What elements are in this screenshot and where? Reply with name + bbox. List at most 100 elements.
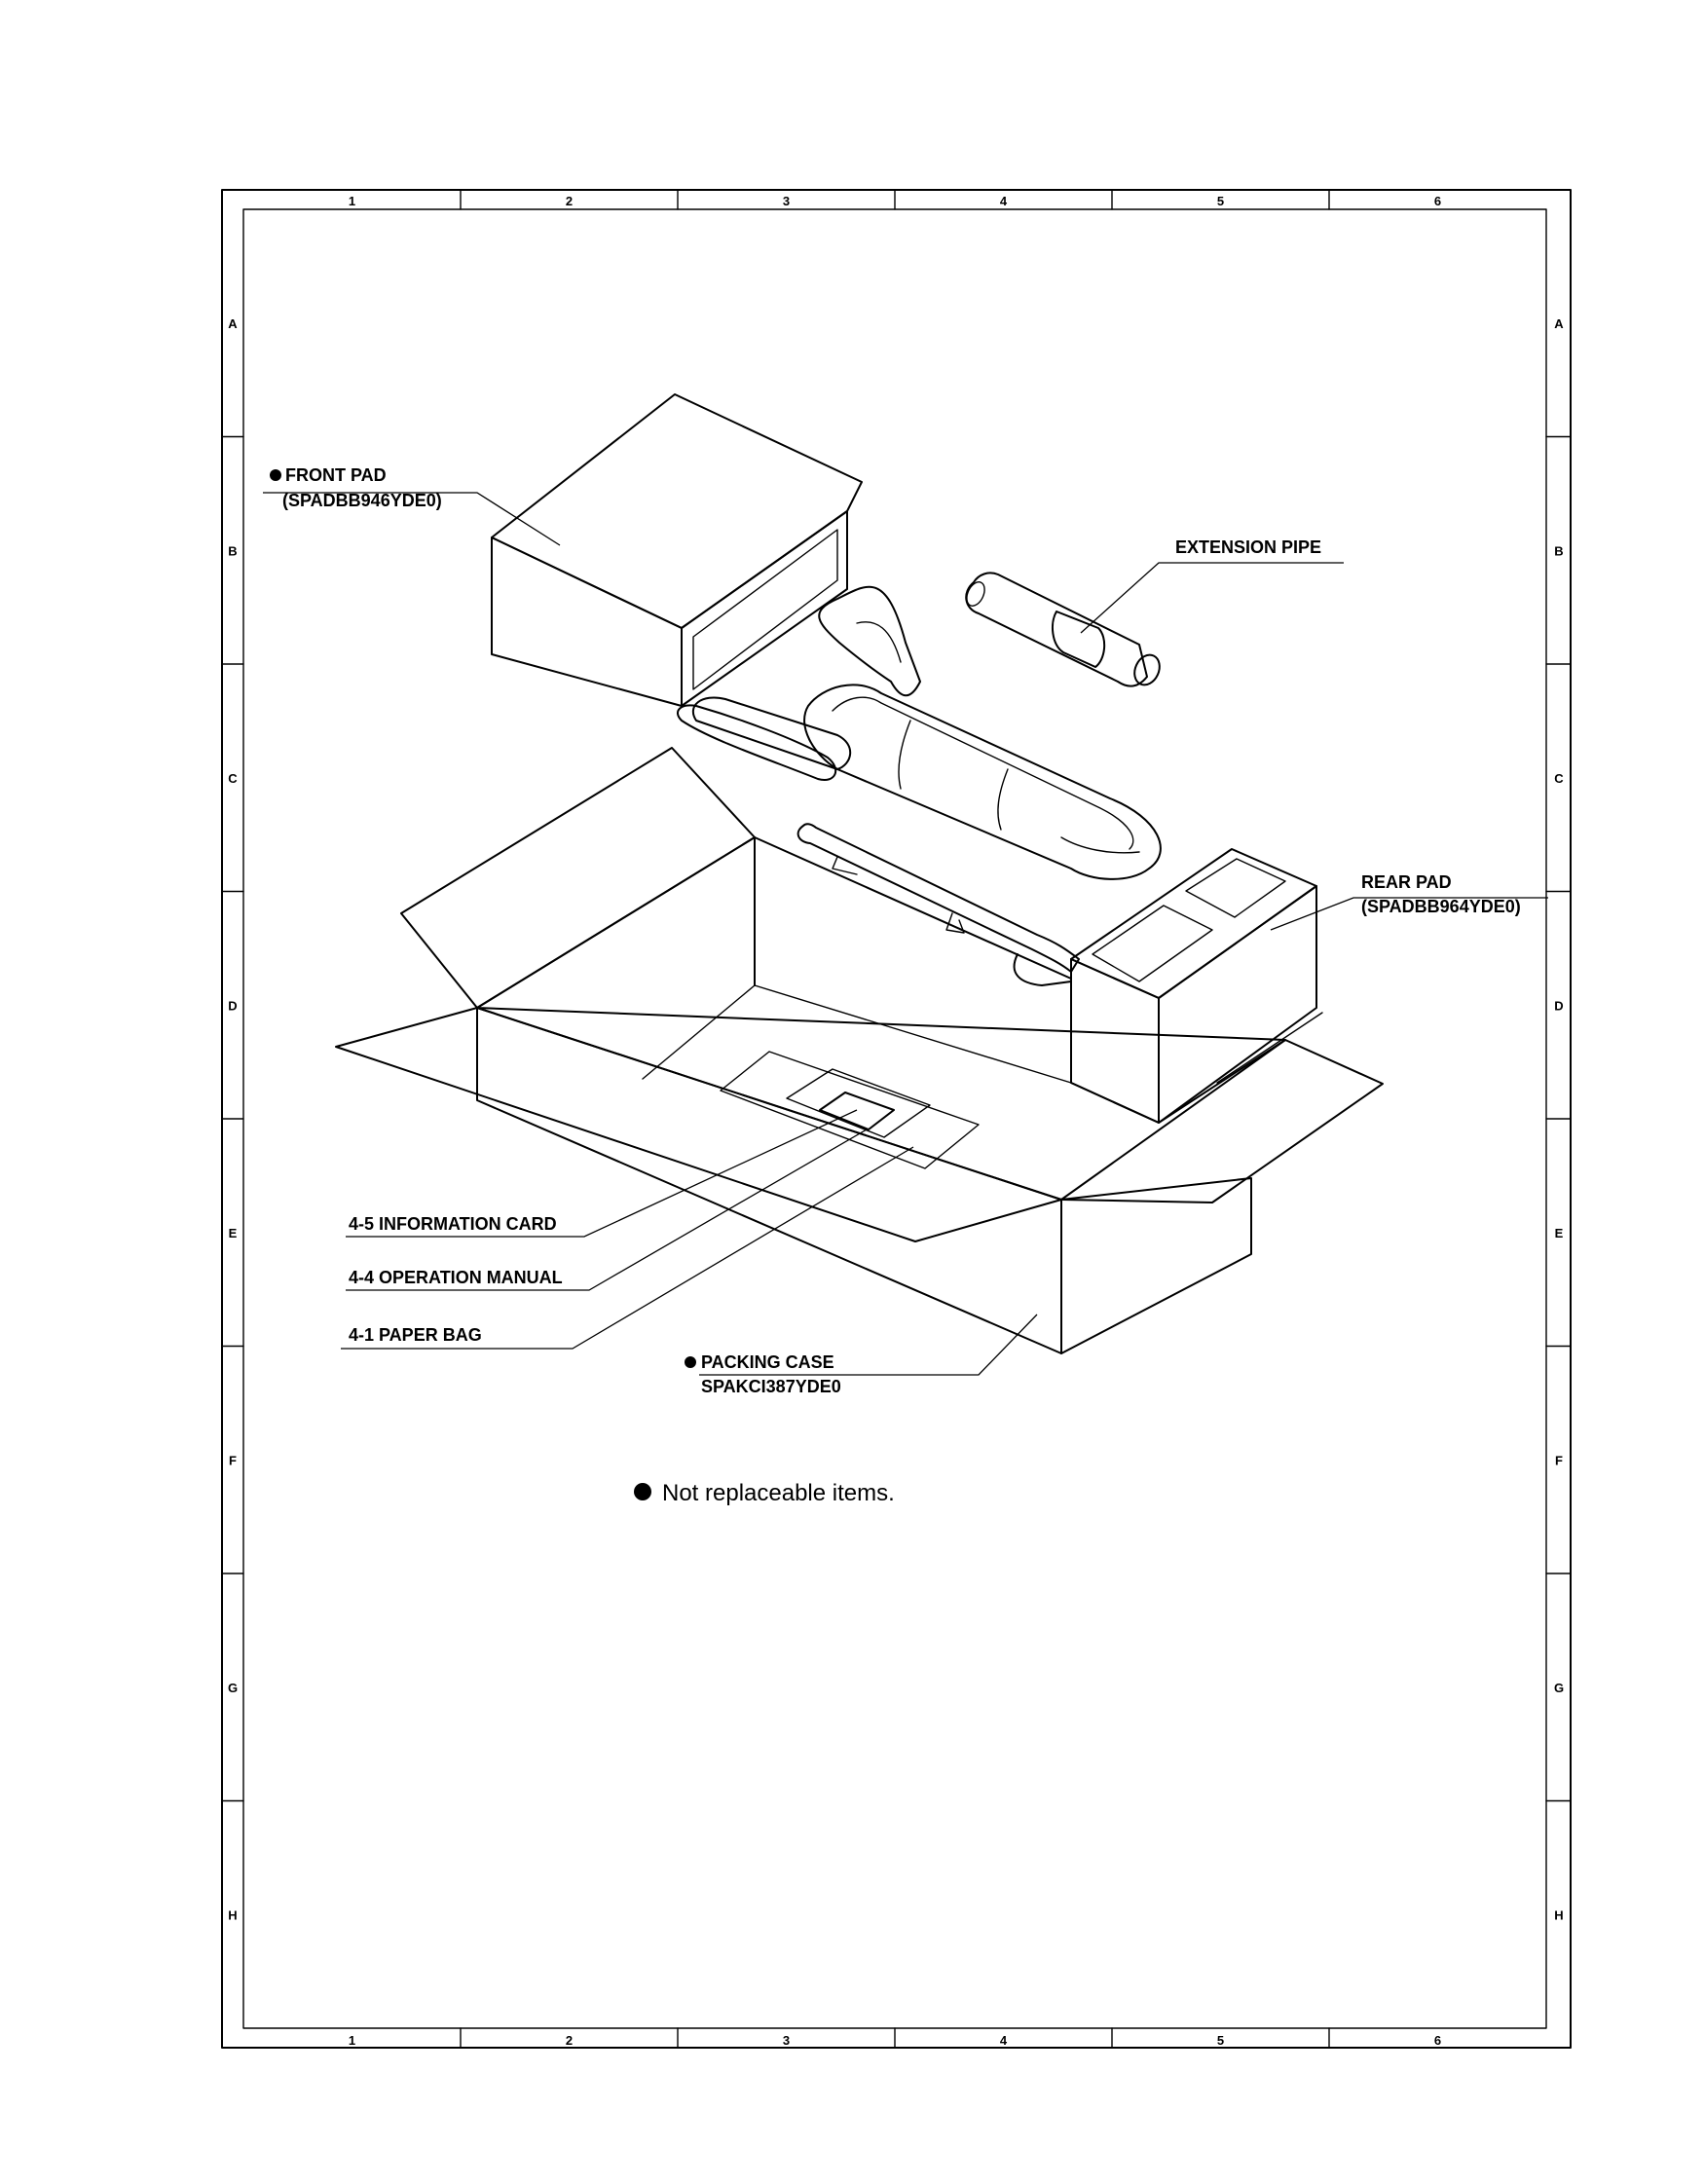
accessory-tube-drawing [796,823,1080,986]
accessory-tail [1013,953,1072,986]
vacuum-handle-grip [856,621,902,663]
frame-outer-border [221,189,1572,2049]
vacuum-body-seam-2 [997,768,1009,831]
row-label-right: H [1554,1907,1563,1922]
row-label-right: G [1554,1681,1564,1695]
row-label-right: B [1554,543,1563,558]
case-front-wall [476,1007,1062,1354]
pipe-collar [1051,611,1106,668]
front-pad-code: (SPADBB946YDE0) [282,491,442,510]
column-label-top: 5 [1217,194,1224,208]
vacuum-body-seam-1 [898,720,911,790]
front-pad-side [681,510,848,707]
rear-pad-pocket-back [1185,858,1286,918]
column-label-bottom: 5 [1217,2033,1224,2048]
operation-manual-label: 4-4 OPERATION MANUAL [349,1268,563,1287]
note-bullet-icon [634,1483,651,1500]
leader-extension-pipe [1080,562,1344,634]
leader-operation-manual [346,1129,868,1291]
row-label-left: B [228,543,237,558]
vacuum-cradle [691,696,852,770]
packing-case-bullet-icon [685,1356,696,1368]
vacuum-cradle-arm [677,704,837,781]
case-floor-edge-right [754,984,1072,1084]
vacuum-nose-line [1060,836,1140,854]
front-pad-bullet-icon [270,469,281,481]
rear-pad-side-face [1158,885,1317,1124]
vacuum-main-body [803,684,1162,880]
column-label-bottom: 3 [783,2033,790,2048]
case-right-flap-inner [1216,1012,1323,1084]
rear-pad-label: REAR PAD [1361,872,1452,892]
leader-front-pad [263,492,561,546]
row-label-right: D [1554,998,1563,1013]
packing-case-code: SPAKCI387YDE0 [701,1377,841,1396]
case-front-flap [335,1007,1062,1242]
leader-packing-case [699,1314,1038,1376]
leader-paper-bag [341,1146,914,1350]
column-label-bottom: 4 [1000,2033,1008,2048]
case-left-flap [400,747,756,1009]
legend-note: Not replaceable items. [634,1480,895,1506]
column-label-top: 4 [1000,194,1008,208]
column-label-top: 2 [566,194,573,208]
operation-manual-shape [786,1068,931,1138]
information-card-shape [819,1092,895,1130]
information-card-label: 4-5 INFORMATION CARD [349,1214,557,1234]
documents-drawing [720,1051,980,1169]
front-pad-face [491,537,683,707]
row-label-left: G [228,1681,238,1695]
paper-bag-shape [720,1051,980,1169]
pipe-start-cap [966,581,985,607]
front-pad-opening [692,529,838,690]
vacuum-handle [818,585,921,697]
row-label-right: E [1555,1226,1564,1240]
column-label-top: 1 [349,194,355,208]
row-label-right: C [1554,771,1564,786]
rear-pad-pocket-front [1092,905,1213,982]
frame-inner-border [242,208,1547,2029]
row-label-left: D [228,998,237,1013]
column-label-bottom: 2 [566,2033,573,2048]
column-label-top: 6 [1434,194,1441,208]
pipe-end-opening [1133,653,1161,686]
frame-ticks [221,189,1572,2049]
front-pad-drawing [491,393,863,707]
leader-rear-pad [1270,897,1548,931]
row-label-left: H [228,1907,237,1922]
accessory-tube [796,823,1080,973]
rear-pad-code: (SPADBB964YDE0) [1361,897,1521,916]
front-pad-label: FRONT PAD [285,465,387,485]
accessory-clip-1 [832,856,858,875]
case-floor-edge-left [642,984,756,1080]
column-label-bottom: 1 [349,2033,355,2048]
packing-case-label: PACKING CASE [701,1352,834,1372]
column-label-bottom: 6 [1434,2033,1441,2048]
vacuum-body-top-panel [832,696,1134,850]
column-label-top: 3 [783,194,790,208]
case-side-wall [1060,1177,1252,1354]
row-label-right: A [1554,316,1564,331]
callout-labels: FRONT PAD (SPADBB946YDE0) EXTENSION PIPE… [270,465,1521,1396]
pipe-outline [965,572,1148,687]
leader-information-card [346,1109,858,1238]
front-pad-top [491,393,863,629]
note-text: Not replaceable items. [662,1480,895,1506]
extension-pipe-label: EXTENSION PIPE [1175,537,1321,557]
case-back-wall [476,836,1286,1124]
row-label-right: F [1555,1453,1563,1467]
paper-bag-label: 4-1 PAPER BAG [349,1325,482,1345]
case-right-flap [1060,1039,1384,1203]
rear-pad-drawing [1070,848,1317,1124]
row-label-left: F [229,1453,237,1467]
rear-pad-front-face [1070,958,1160,1124]
leader-lines [263,492,1548,1376]
packing-case-drawing [335,747,1384,1354]
accessory-clip-2 [945,912,965,934]
row-label-left: E [229,1226,238,1240]
row-label-left: A [228,316,238,331]
vacuum-body-drawing [677,585,1162,880]
